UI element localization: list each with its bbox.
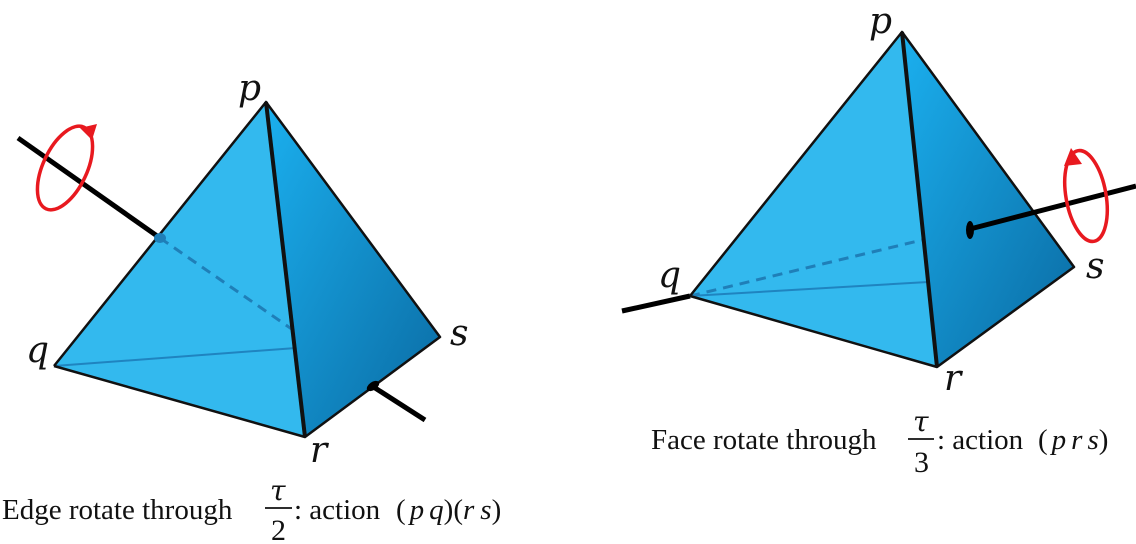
vertex-label-r: r xyxy=(310,430,329,471)
hidden-edge-dashed xyxy=(689,238,923,298)
rotation-axis-right xyxy=(969,183,1136,232)
vertex-label-s: s xyxy=(450,313,468,354)
side-face xyxy=(266,102,440,437)
rotation-arrow-icon xyxy=(1062,148,1110,244)
face-rotation-figure: p q r s Face rotate through τ 3 : action… xyxy=(621,1,1136,479)
rotation-arrow-icon xyxy=(35,124,97,212)
tetrahedron-outline xyxy=(53,100,442,439)
tetrahedron-outline xyxy=(689,30,1076,369)
front-edge-pr xyxy=(264,101,307,438)
vertex-label-s: s xyxy=(1086,246,1104,287)
vertex-label-r: r xyxy=(944,358,963,399)
rotation-axis-lower xyxy=(370,383,427,423)
caption-prefix: Edge rotate through xyxy=(2,494,233,526)
edge-rotation-figure: p q r s Edge rotate through τ 2 : action… xyxy=(2,68,501,544)
fraction-denominator: 2 xyxy=(271,514,286,544)
caption-middle: : action xyxy=(937,424,1024,456)
vertex-label-p: p xyxy=(869,1,892,42)
hidden-axis-dashed xyxy=(159,236,297,334)
vertex-label-q: q xyxy=(658,255,681,296)
rotation-axis-upper xyxy=(16,135,162,241)
axis-exit-point xyxy=(366,380,380,392)
axis-entry-point xyxy=(966,221,974,239)
axis-entry-point xyxy=(154,233,166,243)
fraction-numerator: τ xyxy=(913,405,929,438)
vertex-label-q: q xyxy=(26,330,49,371)
front-face xyxy=(690,32,937,367)
side-face xyxy=(902,32,1074,367)
fraction-numerator: τ xyxy=(270,474,286,507)
interior-edge xyxy=(689,281,929,297)
fraction-denominator: 3 xyxy=(914,446,929,479)
front-face xyxy=(54,102,305,437)
interior-edge xyxy=(53,347,297,367)
rotation-axis-left xyxy=(621,293,691,314)
front-edge-pr xyxy=(900,31,939,368)
caption-prefix: Face rotate through xyxy=(651,424,877,456)
vertex-label-p: p xyxy=(238,68,261,109)
caption-middle: : action xyxy=(294,494,381,526)
